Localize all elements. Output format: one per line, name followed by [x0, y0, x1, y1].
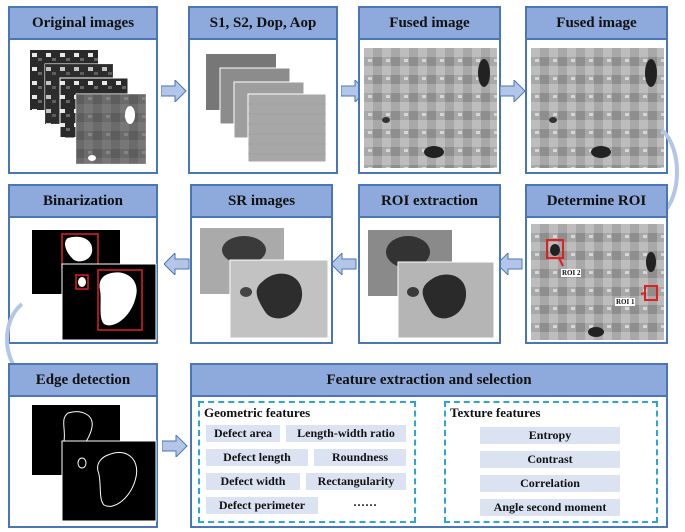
feature-chip: Entropy: [480, 427, 620, 444]
feature-chip: Defect perimeter: [206, 497, 318, 514]
arrow-left-3: [164, 253, 190, 275]
step-title: S1, S2, Dop, Aop: [190, 8, 336, 40]
step-title: Fused image: [527, 8, 666, 40]
more-features-ellipsis: ······: [352, 498, 377, 512]
feature-chip: Defect length: [206, 449, 308, 466]
texture-features-panel: Texture features Entropy Contrast Correl…: [444, 401, 658, 523]
step-binarization: Binarization: [8, 184, 158, 344]
roi-1-label: ROI 1: [615, 298, 636, 306]
step-title: Edge detection: [10, 365, 156, 397]
step-feature-extraction: Feature extraction and selection Geometr…: [190, 363, 668, 528]
feature-chip: Defect area: [206, 425, 280, 442]
step-original-images: Original images: [8, 6, 158, 174]
feature-chip: Correlation: [480, 475, 620, 492]
fused-image: [364, 48, 497, 168]
feature-chip: Contrast: [480, 451, 620, 468]
roi-extraction-images: [368, 230, 495, 339]
step-title: Fused image: [360, 8, 499, 40]
step-fused-image-2: Fused image: [525, 6, 668, 174]
step-roi-extraction: ROI extraction: [358, 184, 501, 344]
step-determine-roi: Determine ROI ROI 2 ROI 1: [525, 184, 668, 344]
sr-images: [200, 228, 329, 339]
geometric-features-panel: Geometric features Defect area Length-wi…: [198, 401, 416, 523]
arrow-left-2: [331, 253, 357, 275]
feature-chip: Roundness: [314, 449, 406, 466]
step-edge-detection: Edge detection: [8, 363, 158, 528]
step-title: ROI extraction: [360, 186, 499, 218]
arrow-right-4: [162, 435, 188, 457]
edge-images: [32, 405, 157, 522]
step-title: SR images: [192, 186, 331, 218]
arrow-right-1: [161, 80, 187, 102]
feature-chip: Rectangularity: [306, 473, 406, 490]
binarized-images: [32, 230, 157, 341]
feature-chip: Length-width ratio: [286, 425, 406, 442]
step-title: Feature extraction and selection: [192, 365, 666, 397]
step-title: Original images: [10, 8, 156, 40]
original-images-stack: [30, 50, 147, 165]
roi-2-label: ROI 2: [561, 269, 582, 277]
geometric-features-title: Geometric features: [204, 405, 311, 420]
parameter-images-stack: [206, 54, 327, 163]
feature-chip: Defect width: [206, 473, 300, 490]
step-sr-images: SR images: [190, 184, 333, 344]
arrow-right-3: [500, 80, 526, 102]
fused-image: [531, 48, 664, 168]
roi-image: [531, 224, 664, 340]
arrow-left-1: [497, 253, 523, 275]
feature-chip: Angle second moment: [480, 499, 620, 516]
step-title: Binarization: [10, 186, 156, 218]
step-fused-image-1: Fused image: [358, 6, 501, 174]
texture-features-title: Texture features: [450, 405, 541, 420]
step-title: Determine ROI: [527, 186, 666, 218]
step-parameters: S1, S2, Dop, Aop: [188, 6, 338, 174]
